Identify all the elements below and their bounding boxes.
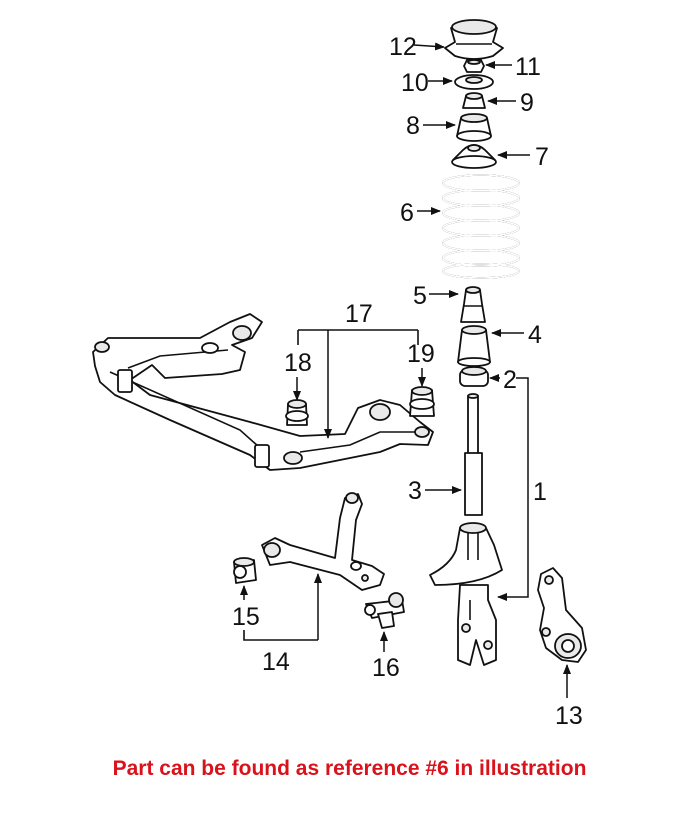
- callout-18: 18: [284, 349, 312, 377]
- part-6-coil-spring: [442, 174, 520, 279]
- part-5-bump-stop: [460, 286, 486, 323]
- callout-19: 19: [407, 340, 435, 368]
- callout-14: 14: [262, 648, 290, 676]
- part-11-nut: [463, 59, 485, 73]
- part-9-bushing: [462, 92, 486, 109]
- part-7-spring-seat: [451, 144, 497, 169]
- callout-11: 11: [515, 53, 541, 81]
- callout-3: 3: [408, 477, 422, 505]
- callout-15: 15: [232, 603, 260, 631]
- callout-2: 2: [503, 366, 517, 394]
- callout-13: 13: [555, 702, 583, 730]
- part-8-bearing: [456, 113, 492, 142]
- part-16-ball-joint: [364, 592, 405, 629]
- callout-17: 17: [345, 300, 373, 328]
- reference-caption: Part can be found as reference #6 in ill…: [112, 757, 587, 780]
- leader-lines: [240, 42, 571, 698]
- part-12-strut-mount: [444, 19, 504, 60]
- callout-1: 1: [533, 478, 547, 506]
- callout-numbers: 12 11 10 9 8 7 6 5 4 17 18 19 2 3 1 15 1…: [232, 33, 583, 730]
- part-19-bushing: [409, 386, 435, 417]
- part-2-insulator: [459, 366, 489, 387]
- callout-16: 16: [372, 654, 400, 682]
- callout-7: 7: [535, 143, 549, 171]
- part-4-dust-boot: [457, 325, 491, 367]
- part-13-knuckle: [537, 567, 587, 663]
- callout-6: 6: [400, 199, 414, 227]
- callout-8: 8: [406, 112, 420, 140]
- part-18-bushing: [285, 399, 309, 426]
- callout-5: 5: [413, 282, 427, 310]
- part-17-crossmember: [92, 313, 434, 471]
- part-15-bushing: [233, 557, 257, 584]
- part-14-control-arm: [261, 492, 385, 591]
- callout-4: 4: [528, 321, 542, 349]
- part-3-shock-absorber: [464, 393, 483, 516]
- callout-12: 12: [389, 33, 417, 61]
- callout-9: 9: [520, 89, 534, 117]
- part-1-strut-assembly: [429, 522, 503, 666]
- part-10-washer: [454, 74, 494, 90]
- callout-10: 10: [401, 69, 429, 97]
